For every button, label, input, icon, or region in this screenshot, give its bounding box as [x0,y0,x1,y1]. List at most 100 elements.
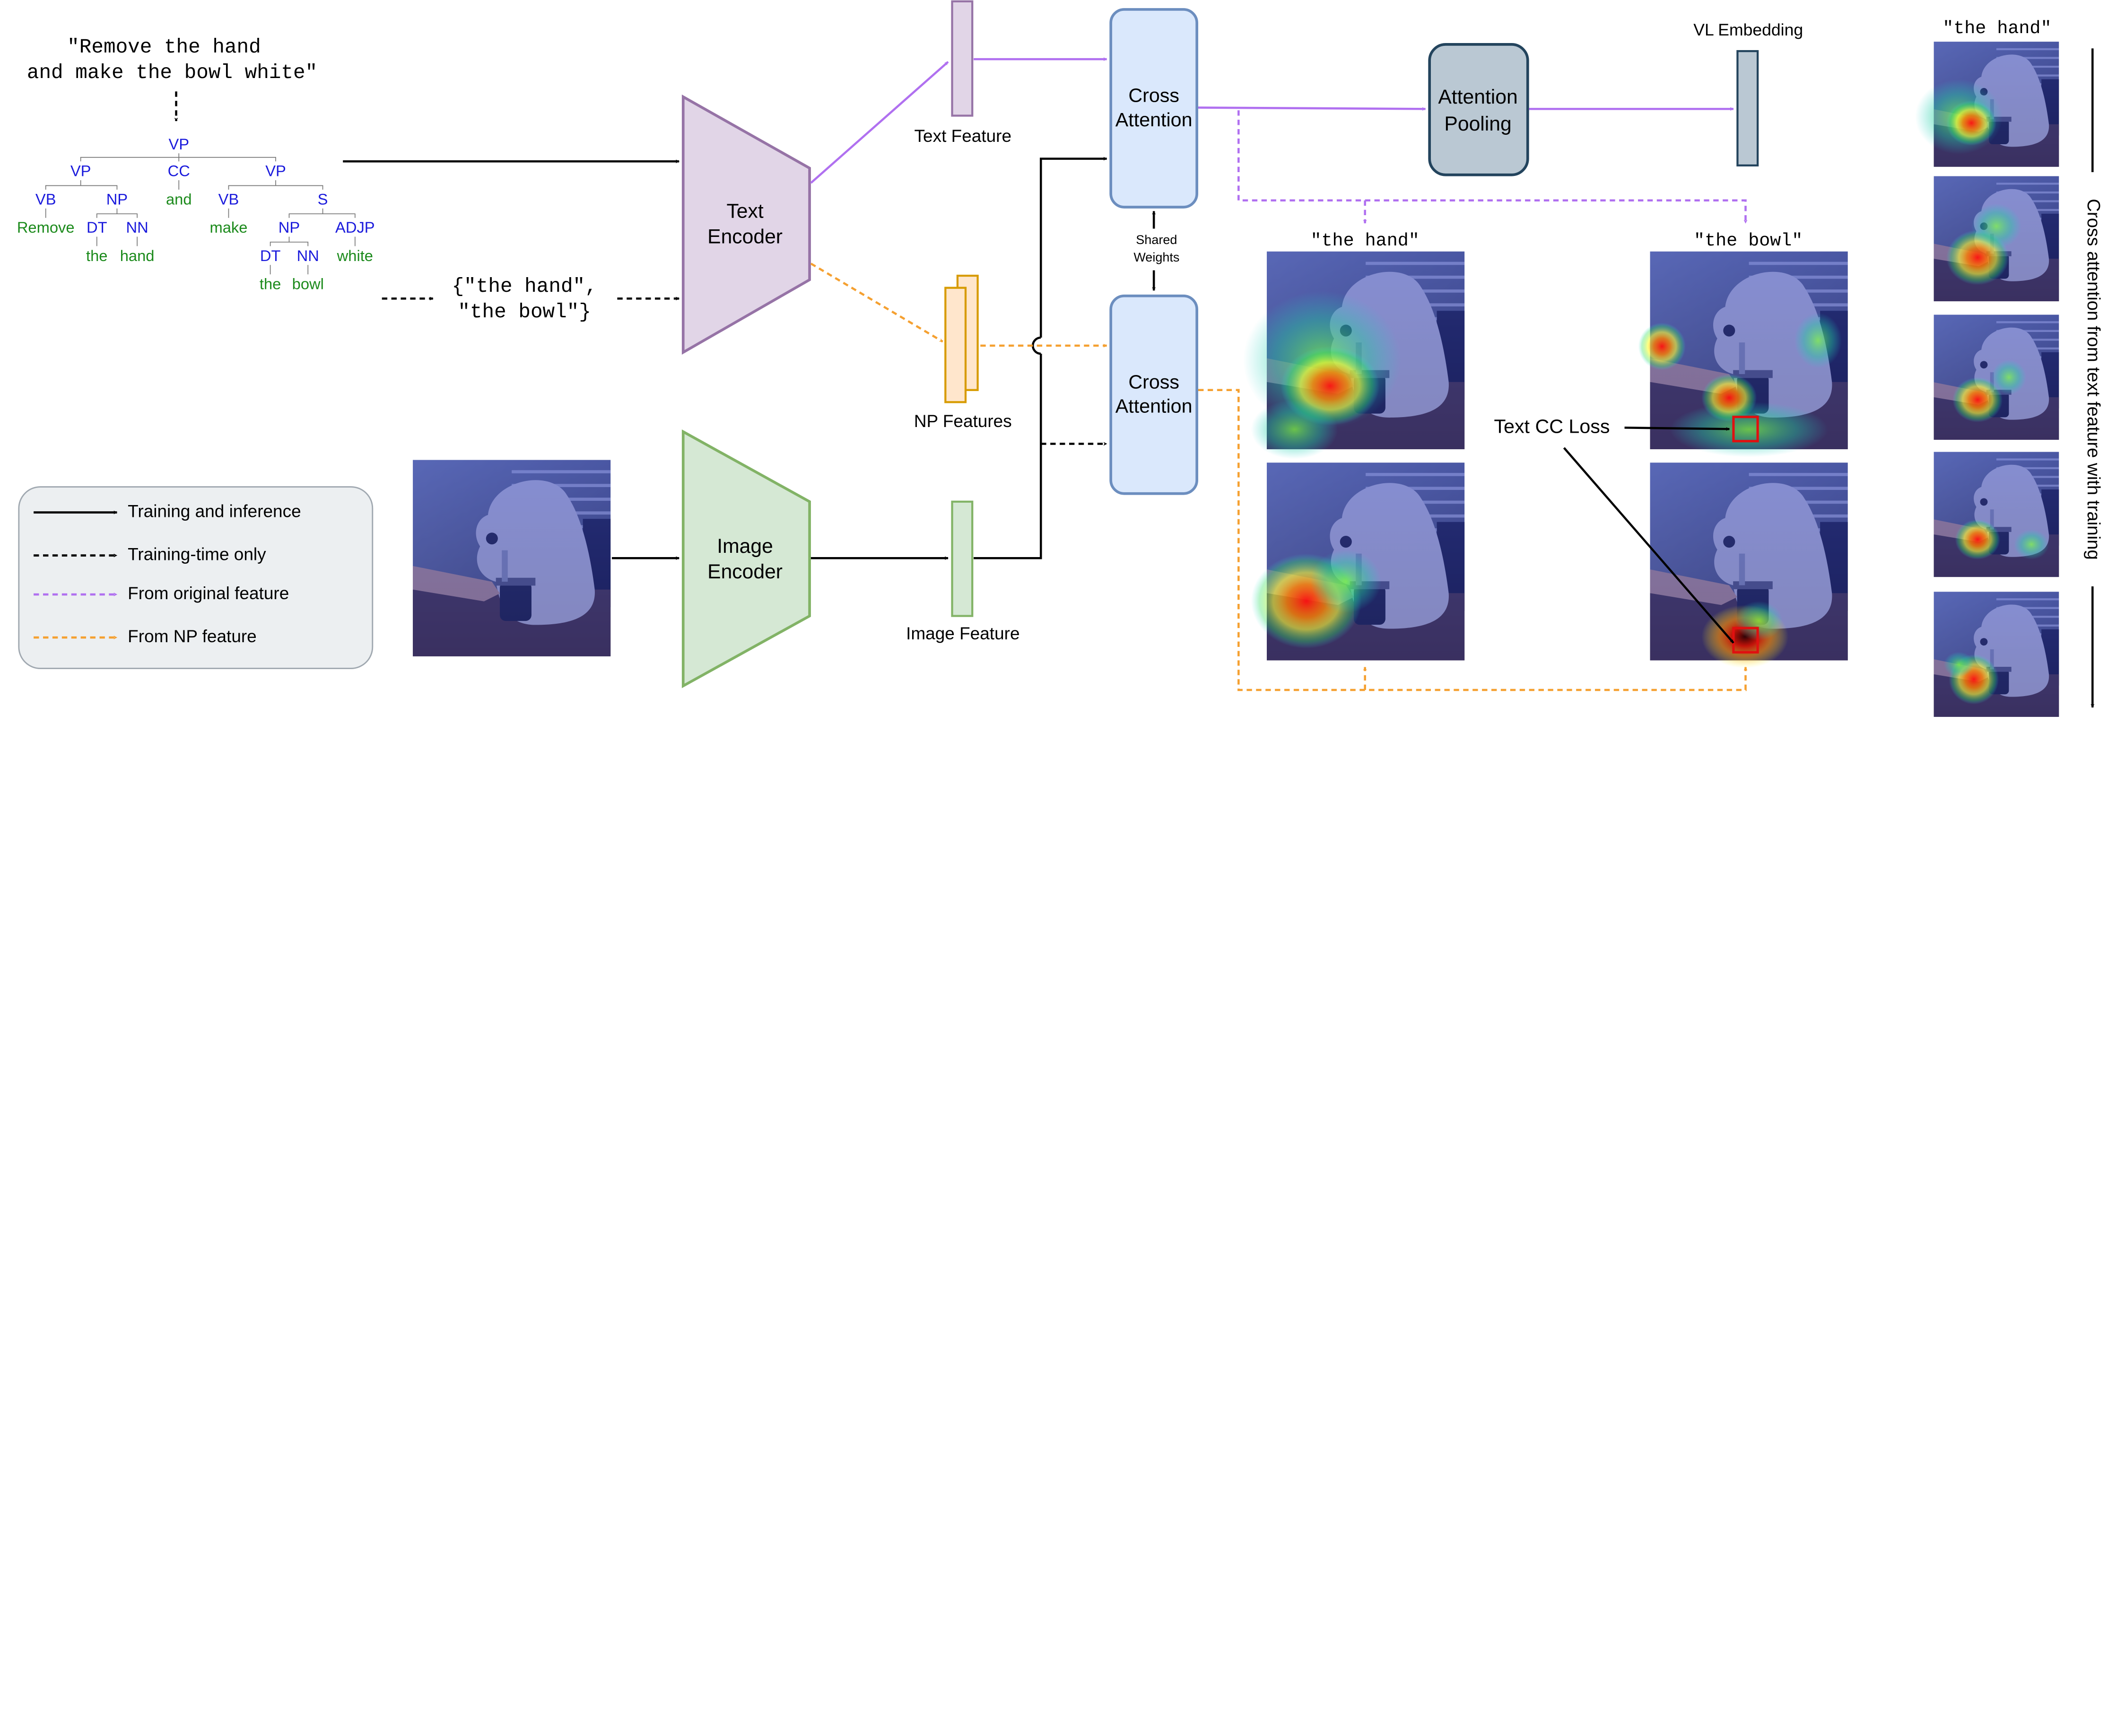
parse-tree-node: DT [260,247,281,264]
heatmap-blob [1991,359,2027,395]
legend-label: From NP feature [128,627,257,646]
cc-loss-arrow-top [1624,427,1730,431]
parse-tree-edge [96,213,138,218]
parse-tree-edge [80,157,276,162]
parse-tree-node: DT [87,218,107,236]
hand-heatmap-label: "the hand" [1311,230,1420,251]
legend-box [18,486,374,669]
attention-pooling-label: Pooling [1444,113,1511,135]
right-column-label: "the hand" [1942,18,2051,39]
parse-tree-node: NN [297,247,319,264]
cc-loss-arrow-bottom [1563,447,1734,644]
hand-heatmap-original [1243,252,1464,459]
line-jump [1031,336,1041,355]
heatmap-blob [1310,550,1382,613]
parse-tree-node: VP [265,162,286,180]
cc-loss-label: Text CC Loss [1494,415,1610,437]
heatmap-blob [1638,323,1686,370]
bowl-heatmap-label: "the bowl" [1694,230,1803,251]
text-feature-label: Text Feature [915,126,1011,146]
parse-tree-node: make [210,218,248,236]
bowl-target-box-top [1732,416,1759,443]
bowl-heatmap-np [1650,462,1848,669]
attention-pooling-label: Attention [1438,86,1517,108]
noun-phrases-line-2: "the bowl"} [458,300,591,323]
image-encoder-label: Image [717,535,773,558]
image-feature-bar [951,500,974,617]
text-encoder-label: Encoder [707,226,783,248]
input-image [413,460,610,656]
right-column-heatmap [1915,42,2059,166]
legend-label: Training-time only [128,544,266,564]
parse-tree-node: white [337,247,373,264]
vertical-caption: Cross attention from text feature with t… [2083,199,2104,560]
np-feature-to-bowl [1198,389,1748,691]
heatmap-blob [1943,652,1974,677]
cross-attention-top-label: Cross [1128,85,1179,106]
text-feature-bar [951,0,974,117]
heatmap-blob [1251,400,1338,459]
parse-tree-node: ADJP [335,218,375,236]
parse-tree-node: NP [279,218,300,236]
heatmap-blob [1971,203,2021,249]
text-encoder-label: Text [726,200,763,223]
parse-tree-node: VP [70,162,91,180]
parse-tree-node: and [166,190,192,208]
bowl-heatmap-original [1638,252,1848,457]
cross-attention-top [1109,8,1199,209]
legend-label: From original feature [128,584,289,603]
right-column-heatmap [1934,314,2059,439]
parse-tree-node: VB [218,190,239,208]
shared-weights-label: Shared [1136,233,1177,247]
image-feature-to-cross-top [1039,157,1107,338]
parse-tree-node: NP [106,190,128,208]
shared-weights-label: Weights [1133,250,1179,264]
parse-tree-node: S [318,190,328,208]
sentence-line-1: "Remove the hand [67,35,261,59]
heatmap-blob [1735,601,1783,641]
hand-heatmap-np [1251,462,1465,660]
parse-tree-edge [45,185,118,190]
np-feature-arrow [810,262,943,343]
legend-label: Training and inference [128,501,301,521]
parse-tree-edge [228,185,323,190]
heatmap-blob [1955,519,2000,560]
right-column-heatmap [1934,592,2059,716]
heatmap-tint [413,460,611,656]
original-feature-to-bowl [1237,110,1748,224]
attention-pooling-block [1428,43,1529,176]
text-feature-arrow [810,61,949,184]
parse-tree-node: the [260,275,281,293]
np-feature-label: NP Features [914,411,1012,431]
heatmap-blob [1794,313,1842,368]
cross-attention-bottom-label: Attention [1115,395,1193,417]
parse-tree-node: Remove [17,218,75,236]
parse-tree-node: CC [168,162,190,180]
parse-tree-node: the [86,247,107,264]
parse-tree-node: VP [168,135,189,153]
heatmap-blob [2013,529,2049,560]
parse-tree-node: bowl [292,275,324,293]
image-feature-route [974,353,1042,559]
cross-attention-top-label: Attention [1115,109,1193,131]
parse-tree-edge [270,242,309,246]
parse-tree-node: hand [120,247,155,264]
cross-attention-bottom-label: Cross [1128,371,1179,393]
right-column-heatmap [1934,176,2059,301]
cross-to-pooling-arrow [1198,106,1426,111]
cross-attention-bottom [1109,294,1199,495]
vl-embedding-bar [1736,50,1759,166]
sentence-line-2: and make the bowl white" [27,61,317,84]
noun-phrases-line-1: {"the hand", [452,275,597,298]
heatmap-blob [1952,377,2003,422]
heatmap-blob [1701,374,1757,422]
image-encoder [681,429,811,689]
image-feature-label: Image Feature [906,624,1019,643]
np-feature-bar-front [944,287,967,403]
parse-tree-edge [288,213,356,218]
text-encoder [681,94,811,355]
parse-tree-node: NN [126,218,148,236]
